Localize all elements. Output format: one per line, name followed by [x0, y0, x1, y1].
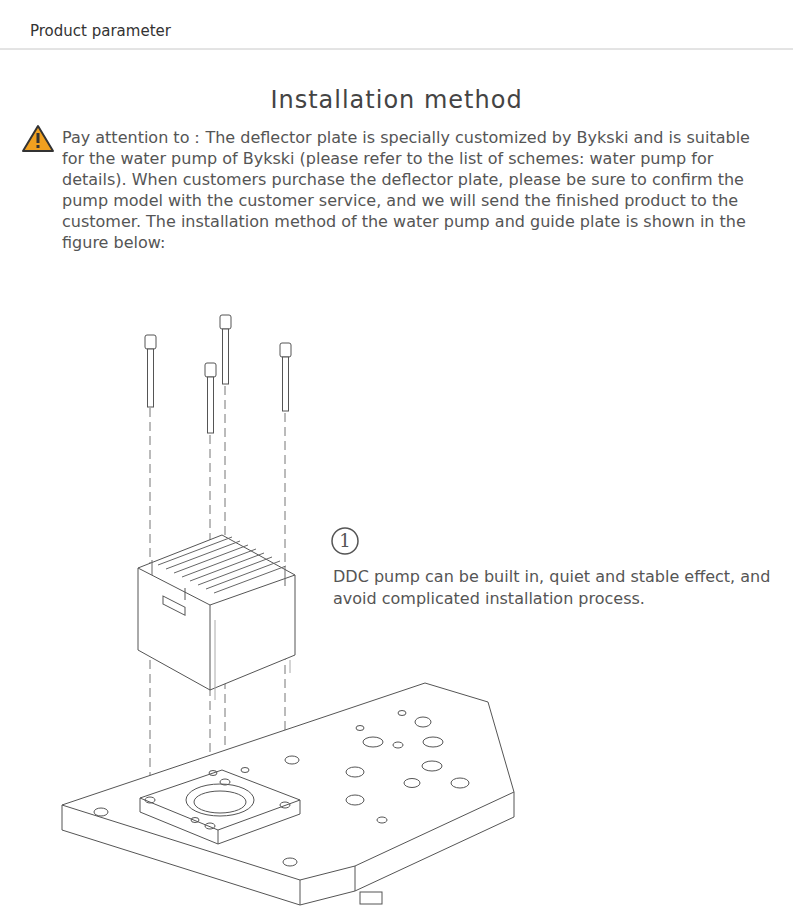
page-title: Installation method	[0, 86, 793, 114]
callout-circle: 1	[331, 527, 359, 555]
exploded-view	[62, 315, 514, 905]
header-rule	[0, 49, 793, 50]
header-label: Product parameter	[30, 22, 171, 40]
warning-icon	[23, 126, 53, 151]
warning-note: Pay attention to：The deflector plate is …	[62, 127, 774, 253]
callout-number: 1	[331, 531, 359, 551]
callout-description: DDC pump can be built in, quiet and stab…	[333, 566, 783, 610]
